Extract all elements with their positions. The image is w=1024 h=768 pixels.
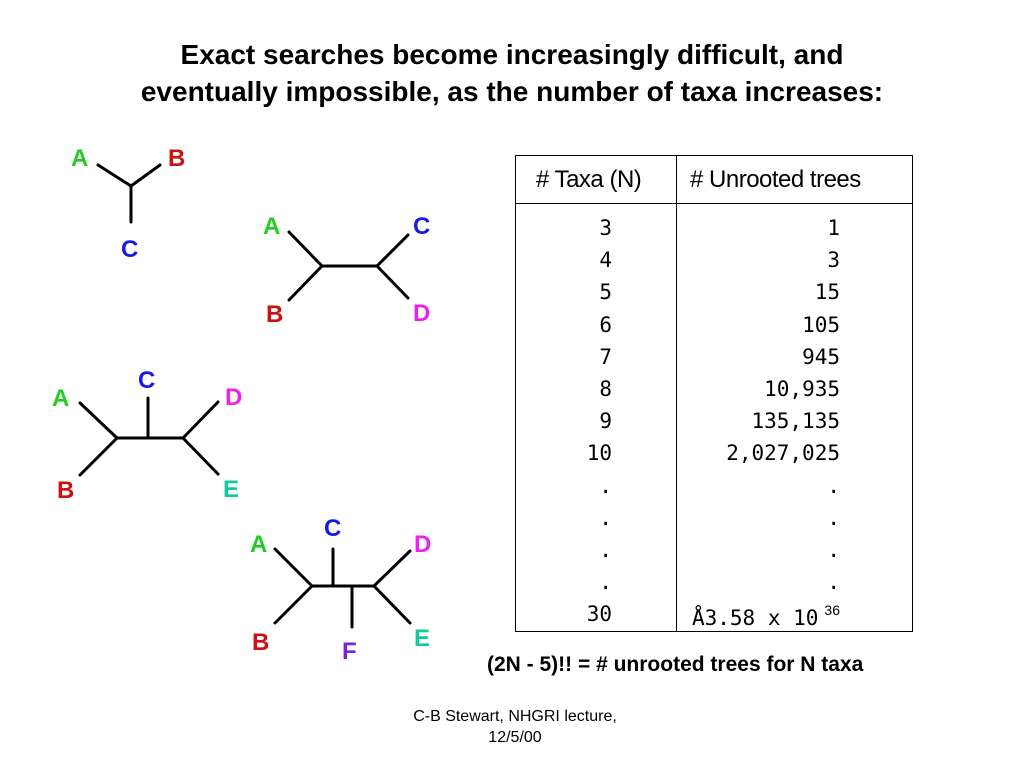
tree4-label-b: B	[266, 301, 283, 328]
tree-3-taxa-branches	[96, 163, 162, 224]
tree-count-cell: 3	[827, 248, 840, 272]
tree5-label-e: E	[223, 476, 239, 503]
tree-6-taxa-branches	[273, 547, 412, 629]
tree-count-value: .	[827, 473, 840, 498]
taxa-count-cell: 4	[599, 248, 612, 273]
taxa-count-cell: 8	[599, 376, 612, 401]
footer-line-1: C-B Stewart, NHGRI lecture,	[413, 708, 617, 725]
taxa-count-cell: .	[599, 537, 612, 562]
taxa-count-cell: 10	[586, 441, 612, 466]
tree-count-cell: 945	[802, 345, 840, 369]
tree-count-cell: 105	[802, 313, 840, 337]
tree6-label-b: B	[252, 629, 269, 656]
tree-diagrams: A B C A C B D C A D B E C A D E B F	[52, 145, 431, 665]
tree5-label-c: C	[138, 367, 155, 394]
tree-count-value: 135,135	[751, 409, 840, 434]
tree-count-value: .	[827, 505, 840, 530]
tree-count-cell: 10,935	[764, 377, 840, 401]
title-line-2: eventually impossible, as the number of …	[140, 76, 884, 107]
tree-count-cell: .	[827, 474, 840, 498]
header-unrooted-trees: # Unrooted trees	[690, 166, 861, 193]
tree-count-cell: .	[827, 570, 840, 594]
exponent: 36	[824, 602, 840, 619]
taxa-count-cell: 3	[599, 216, 612, 240]
taxa-count-cell: .	[599, 570, 612, 595]
table-row: 8 10,935	[516, 375, 912, 407]
tree-count-value: Å3.58 x 10	[691, 606, 819, 631]
table-row: 10 2,027,025	[516, 439, 912, 471]
header-taxa: # Taxa (N)	[536, 166, 642, 193]
header-rule	[516, 203, 912, 204]
tree3-label-c: C	[121, 236, 138, 263]
tree3-label-b: B	[168, 145, 185, 172]
taxa-count-cell: 5	[599, 280, 612, 305]
tree4-label-d: D	[413, 300, 430, 327]
tree-count-cell: .	[827, 506, 840, 530]
table-row: ..	[516, 536, 912, 568]
taxa-count-cell: .	[599, 473, 612, 498]
tree5-label-a: A	[52, 385, 69, 412]
table-row: 5 15	[516, 278, 912, 310]
taxa-count-cell: 6	[599, 312, 612, 337]
tree-count-cell: 135,135	[751, 409, 840, 433]
tree-count-value: 1	[827, 216, 840, 240]
formula-caption: (2N - 5)!! = # unrooted trees for N taxa	[487, 653, 864, 676]
taxa-count-cell: 9	[599, 409, 612, 434]
tree-5-taxa-branches	[78, 396, 220, 477]
tree-count-value: .	[827, 570, 840, 595]
tree4-label-a: A	[263, 213, 280, 240]
tree-count-value: 3	[827, 248, 840, 273]
footer-line-2: 12/5/00	[488, 729, 542, 746]
tree-count-cell: Å3.58 x 10 36	[692, 602, 840, 630]
table-row: ..	[516, 504, 912, 536]
table-row: 30 Å3.58 x 10 36	[516, 600, 912, 632]
tree5-label-d: D	[225, 384, 242, 411]
tree-count-cell: 15	[815, 280, 840, 304]
tree6-label-a: A	[250, 531, 267, 558]
tree5-label-b: B	[57, 477, 74, 504]
slide-footer: C-B Stewart, NHGRI lecture, 12/5/00	[370, 706, 660, 748]
tree-count-value: .	[827, 537, 840, 562]
tree-count-cell: .	[827, 538, 840, 562]
table-row: ..	[516, 568, 912, 600]
tree6-label-e: E	[414, 625, 430, 652]
tree-count-value: 10,935	[764, 376, 840, 401]
taxa-count-cell: 30	[586, 602, 612, 627]
tree-count-value: 2,027,025	[726, 441, 840, 466]
title-line-1: Exact searches become increasingly diffi…	[180, 39, 844, 70]
tree-count-cell: 2,027,025	[726, 441, 840, 465]
slide-title: Exact searches become increasingly diffi…	[60, 36, 964, 110]
table-row: ..	[516, 472, 912, 504]
tree-4-taxa-branches	[287, 230, 410, 302]
taxa-count-cell: .	[599, 505, 612, 530]
table-row: 6 105	[516, 311, 912, 343]
tree-count-value: 105	[802, 312, 840, 337]
tree-count-value: 945	[802, 344, 840, 369]
tree6-label-c: C	[324, 515, 341, 542]
tree4-label-c: C	[413, 213, 430, 240]
tree-count-cell: 1	[827, 216, 840, 240]
table-row: 7 945	[516, 343, 912, 375]
tree6-label-d: D	[414, 531, 431, 558]
tree6-label-f: F	[342, 638, 357, 665]
table-row: 9 135,135	[516, 407, 912, 439]
column-divider	[676, 156, 677, 631]
tree3-label-a: A	[71, 145, 88, 172]
taxa-count-cell: 7	[599, 344, 612, 369]
tree-count-value: 15	[814, 280, 840, 305]
